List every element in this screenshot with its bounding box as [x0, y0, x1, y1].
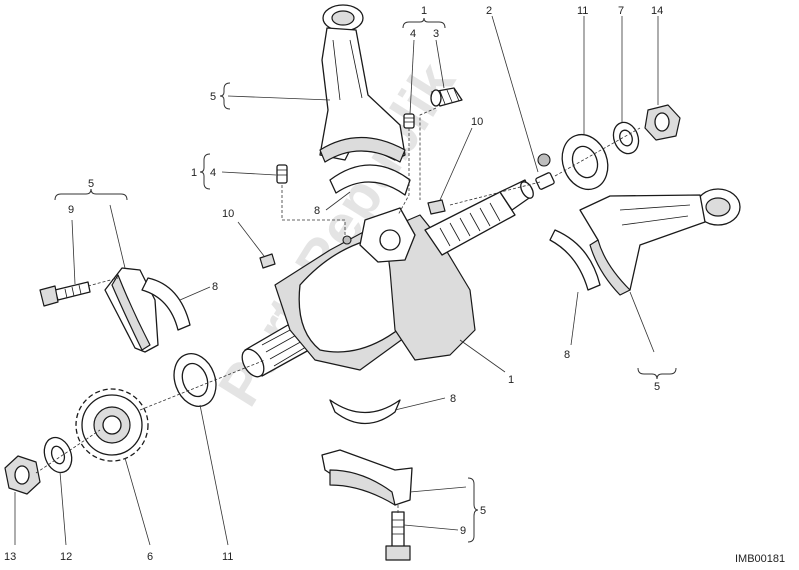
callout-2: 2 — [486, 5, 492, 17]
callout-4-mid: 4 — [210, 167, 216, 179]
callout-5-right: 5 — [654, 381, 660, 393]
nut-13 — [4, 455, 41, 495]
bolt-9-bottom — [385, 511, 411, 561]
callout-labels: 13 12 6 11 5 9 8 4 1 10 8 5 1 4 3 10 2 1… — [4, 5, 785, 565]
callout-10-right: 10 — [471, 116, 483, 128]
callout-1-crank: 1 — [508, 374, 514, 386]
plug-10-right — [427, 199, 446, 215]
callout-9-bottom: 9 — [460, 525, 466, 537]
brace-5-bottom — [467, 477, 479, 543]
callout-6: 6 — [147, 551, 153, 563]
callout-1-top: 1 — [421, 5, 427, 17]
callout-5-bottom: 5 — [480, 505, 486, 517]
callout-5-top: 5 — [210, 91, 216, 103]
brace-1-mid — [199, 153, 211, 190]
callout-8-left: 8 — [212, 281, 218, 293]
callout-4-top: 4 — [410, 28, 416, 40]
bearing-shell-mid — [329, 164, 411, 196]
washer-12 — [43, 436, 73, 474]
bushing-3 — [430, 87, 463, 107]
brace-5-top — [219, 82, 231, 110]
crankshaft — [241, 179, 534, 378]
callout-10-left: 10 — [222, 208, 234, 220]
callout-11-bottom: 11 — [222, 551, 233, 563]
plug-4-top — [403, 113, 415, 129]
callout-3: 3 — [433, 28, 439, 40]
thrust-washer-11-bottom — [173, 353, 217, 407]
callout-1-mid: 1 — [191, 167, 197, 179]
bearing-shell-left — [141, 277, 191, 331]
plug-4-mid — [276, 164, 288, 184]
plug-2 — [535, 153, 555, 190]
brace-1-top — [402, 17, 446, 29]
rod-cap-bottom — [321, 449, 413, 506]
plug-10-left — [259, 253, 276, 269]
callout-14: 14 — [651, 5, 663, 17]
callout-8-right: 8 — [564, 349, 570, 361]
bolt-9-left — [39, 281, 91, 307]
connecting-rod-right — [579, 188, 741, 296]
callout-11-top: 11 — [577, 5, 588, 17]
bearing-shell-lower — [329, 399, 401, 425]
nut-14 — [644, 104, 681, 141]
callout-12: 12 — [60, 551, 72, 563]
brace-5-right — [637, 367, 677, 380]
callout-8-mid: 8 — [314, 205, 320, 217]
connecting-rod-top — [319, 4, 406, 163]
callout-8-lower: 8 — [450, 393, 456, 405]
callout-9-left: 9 — [68, 204, 74, 216]
leader-lines — [14, 15, 659, 546]
brace-5-left — [54, 188, 128, 201]
bearing-shell-right — [549, 229, 601, 291]
drawing-code: IMB00181 — [735, 553, 785, 565]
callout-7: 7 — [618, 5, 624, 17]
thrust-washer-11-top — [561, 133, 609, 191]
washer-7 — [612, 121, 640, 155]
timing-gear-6 — [75, 388, 149, 462]
callout-5-left: 5 — [88, 178, 94, 190]
callout-13: 13 — [4, 551, 16, 563]
